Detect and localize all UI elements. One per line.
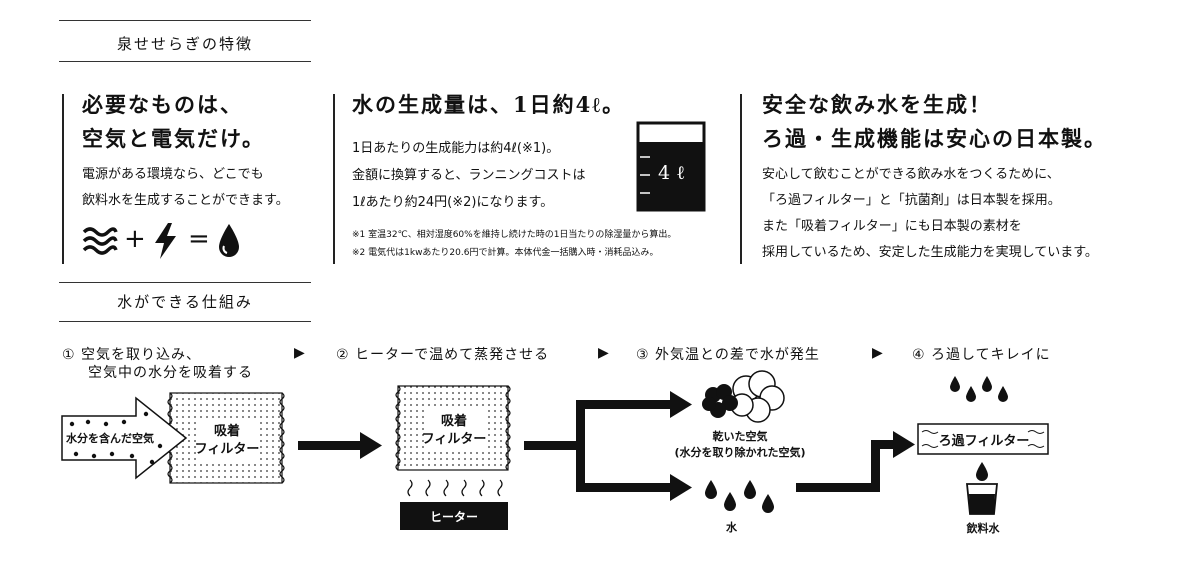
step-arrow-3: ▶ xyxy=(872,345,883,361)
col3-body-line3: また「吸着フィルター」にも日本製の素材を xyxy=(762,219,1022,234)
intake-air-label: 水分を含んだ空気 xyxy=(66,432,154,445)
step-arrow-1: ▶ xyxy=(294,345,305,361)
beaker-label: 4 ℓ xyxy=(658,162,686,184)
col3-body-line1: 安心して飲むことができる飲み水をつくるために、 xyxy=(762,167,1060,182)
heated-filter xyxy=(395,385,511,471)
mechanism-heading-box: 水ができる仕組み xyxy=(59,282,311,322)
col3-title-line1: 安全な飲み水を生成！ xyxy=(762,92,992,117)
col2-body-line1: 1日あたりの生成能力は約4ℓ(※1)。 xyxy=(352,141,560,156)
features-heading-rule-top xyxy=(59,20,311,21)
col1-body-line1: 電源がある環境なら、どこでも xyxy=(82,167,264,182)
drip-drop-icon xyxy=(976,462,988,481)
dry-air-label-line2: (水分を取り除かれた空気) xyxy=(674,446,806,459)
col2-title: 水の生成量は、1日約4ℓ。 xyxy=(352,92,626,117)
adsorption-filter-label-line1: 吸着 xyxy=(213,424,240,439)
filtration-filter-label: ろ過フィルター xyxy=(938,434,1030,449)
lightning-icon xyxy=(152,223,178,259)
mechanism-heading: 水ができる仕組み xyxy=(117,293,253,311)
beaker-icon: 4 ℓ xyxy=(632,120,712,214)
flow-arrow-3 xyxy=(796,431,915,492)
col3-divider xyxy=(740,94,742,264)
filtration-filter xyxy=(917,423,1049,455)
col3-body-line4: 採用しているため、安定した生成能力を実現しています。 xyxy=(762,245,1098,260)
step3-label: ③ 外気温との差で水が発生 xyxy=(636,347,820,363)
flow-arrow-branch xyxy=(524,391,692,501)
equation-equals: = xyxy=(188,224,210,254)
intake-air-arrow xyxy=(61,396,188,480)
dry-air-cloud-icon xyxy=(702,370,785,423)
col3-body-line2: 「ろ過フィルター」と「抗菌剤」は日本製を採用。 xyxy=(762,193,1061,208)
heated-filter-label-line1: 吸着 xyxy=(440,414,467,429)
drinking-water-label: 飲料水 xyxy=(966,522,1000,535)
col3-title-line2: ろ過・生成機能は安心の日本製。 xyxy=(762,126,1107,151)
heated-filter-label-line2: フィルター xyxy=(421,432,487,447)
water-label: 水 xyxy=(726,521,737,534)
features-heading-box: 泉せせらぎの特徴 xyxy=(59,20,311,62)
col2-note2: ※2 電気代は1kwあたり20.6円で計算。本体代金一括購入時・消耗品込み。 xyxy=(352,248,659,258)
adsorption-filter-label-line2: フィルター xyxy=(194,442,260,457)
adsorption-filter xyxy=(167,392,285,484)
col2-body-line3: 1ℓあたり約24円(※2)になります。 xyxy=(352,195,554,210)
step2-label: ② ヒーターで温めて蒸発させる xyxy=(336,347,550,363)
col2-body-line2: 金額に換算すると、ランニングコストは xyxy=(352,168,586,183)
features-heading: 泉せせらぎの特徴 xyxy=(116,35,253,53)
air-icon xyxy=(82,226,118,256)
dry-air-label-line1: 乾いた空気 xyxy=(712,430,768,443)
heater-block xyxy=(400,502,508,530)
col1-body-line2: 飲料水を生成することができます。 xyxy=(82,193,289,208)
col2-note1: ※1 室温32℃、相対湿度60%を維持し続けた時の1日当たりの除湿量から算出。 xyxy=(352,230,677,240)
mechanism-heading-rule-bottom xyxy=(59,321,311,322)
flow-arrow-1 xyxy=(298,432,382,459)
drinking-glass-icon xyxy=(966,483,998,515)
step4-label: ④ ろ過してキレイに xyxy=(912,347,1051,363)
col1-divider xyxy=(62,94,64,264)
water-drops-icon xyxy=(705,480,774,513)
heater-label: ヒーター xyxy=(429,510,478,524)
step1-label-line1: ① 空気を取り込み、 xyxy=(62,347,202,363)
step-arrow-2: ▶ xyxy=(598,345,609,361)
col1-title-line2: 空気と電気だけ。 xyxy=(82,126,265,151)
col2-divider xyxy=(333,94,335,264)
water-drop-icon xyxy=(218,224,240,258)
col1-title-line1: 必要なものは、 xyxy=(82,92,243,117)
heat-waves-icon xyxy=(407,479,503,497)
mechanism-heading-rule-top xyxy=(59,282,311,283)
step1-label-line2: 空気中の水分を吸着する xyxy=(88,365,253,381)
filtered-drops-icon xyxy=(950,376,1008,402)
features-heading-rule-bottom xyxy=(59,61,311,62)
equation-plus: + xyxy=(124,224,146,254)
